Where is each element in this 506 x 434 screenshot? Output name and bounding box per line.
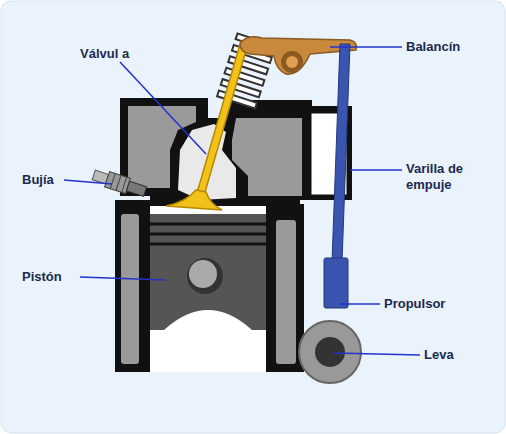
valve-stem (200, 44, 244, 196)
cylinder-wall (115, 200, 150, 372)
piston-ring (148, 243, 268, 246)
coolant-jacket (121, 214, 139, 364)
cylinder-head (120, 98, 352, 206)
cam-lobe (299, 321, 361, 383)
piston-body (150, 214, 266, 330)
rocker-pivot (281, 51, 303, 73)
piston-ring (148, 233, 268, 236)
part-label: Leva (424, 347, 484, 363)
leader-line (64, 180, 112, 184)
lifter (324, 258, 348, 308)
part-label: Balancín (406, 39, 496, 55)
piston-ring (148, 223, 268, 226)
part-label: Válvul a (80, 46, 130, 62)
part-label: Propulsor (384, 296, 474, 312)
head-casting (232, 118, 302, 196)
part-label: Varilla de empuje (406, 161, 492, 193)
cam-shaft (315, 337, 345, 367)
piston-pin (187, 258, 223, 294)
part-label: Bujía (22, 172, 82, 188)
valve-stem (200, 44, 244, 196)
cylinder-bore (150, 206, 266, 372)
rocker-pivot (286, 56, 298, 68)
leader-line (350, 169, 402, 171)
leader-line (120, 62, 206, 154)
cylinder-wall (266, 204, 304, 372)
valve-head (166, 190, 222, 210)
pushrod (332, 44, 350, 262)
piston-pin (189, 260, 217, 288)
coolant-jacket (276, 220, 296, 364)
leader-line (80, 277, 166, 280)
leader-line (330, 46, 402, 48)
leader-line (334, 353, 420, 355)
part-label: Pistón (22, 269, 92, 285)
leader-line (340, 303, 380, 305)
